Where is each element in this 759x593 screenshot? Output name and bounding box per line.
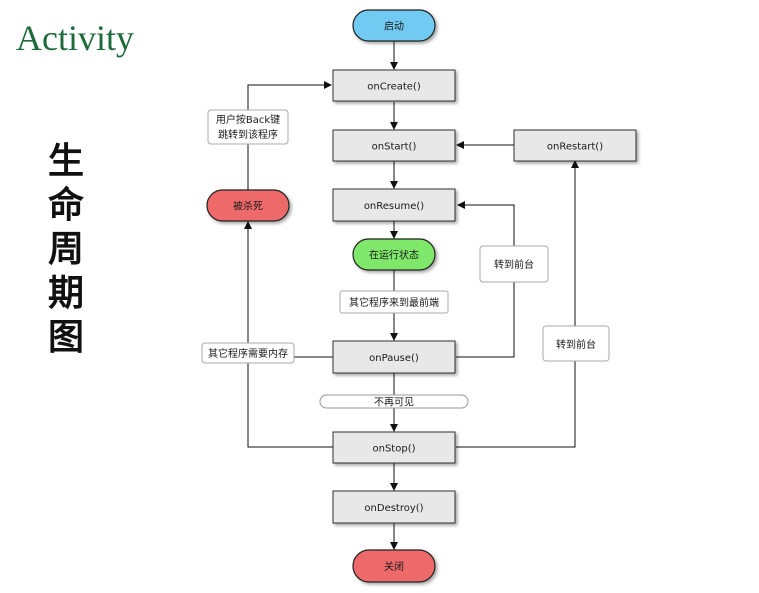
node-onstop: onStop() bbox=[332, 431, 456, 464]
svg-text:onStart(): onStart() bbox=[372, 142, 417, 153]
line-onstop-killed bbox=[247, 357, 333, 448]
label-need-memory: 其它程序需要内存 bbox=[201, 342, 295, 364]
svg-text:在运行状态: 在运行状态 bbox=[369, 249, 419, 262]
label-invisible: 不再可见 bbox=[319, 394, 469, 409]
svg-text:不再可见: 不再可见 bbox=[374, 397, 414, 409]
node-onpause: onPause() bbox=[332, 340, 456, 374]
node-onrestart: onRestart() bbox=[513, 129, 637, 162]
svg-text:被杀死: 被杀死 bbox=[233, 200, 263, 213]
svg-text:onStop(): onStop() bbox=[373, 444, 416, 455]
svg-text:onPause(): onPause() bbox=[369, 353, 419, 364]
arrow-onpause-killed bbox=[244, 221, 333, 358]
arrow-killed-oncreate bbox=[247, 81, 332, 190]
node-oncreate: onCreate() bbox=[332, 69, 456, 102]
node-onresume: onResume() bbox=[332, 188, 456, 222]
node-killed: 被杀死 bbox=[206, 189, 290, 222]
node-start: 启动 bbox=[352, 9, 436, 42]
svg-text:onCreate(): onCreate() bbox=[367, 82, 421, 93]
svg-text:其它程序需要内存: 其它程序需要内存 bbox=[208, 347, 288, 360]
node-running: 在运行状态 bbox=[352, 238, 436, 271]
svg-text:转到前台: 转到前台 bbox=[556, 338, 596, 351]
label-to-front-2: 转到前台 bbox=[542, 325, 610, 362]
node-ondestroy: onDestroy() bbox=[332, 490, 456, 524]
svg-text:转到前台: 转到前台 bbox=[494, 258, 534, 271]
arrow-onstop-onrestart bbox=[456, 160, 579, 448]
svg-text:onRestart(): onRestart() bbox=[547, 142, 603, 153]
label-back-line1: 用户按Back键 bbox=[216, 113, 280, 126]
svg-text:关闭: 关闭 bbox=[384, 560, 404, 573]
label-back-key: 用户按Back键 跳转到该程序 bbox=[207, 109, 289, 145]
label-back-line2: 跳转到该程序 bbox=[218, 128, 278, 141]
svg-text:onResume(): onResume() bbox=[364, 201, 424, 212]
diagram-subtitle: 生命周期图 bbox=[47, 141, 84, 358]
svg-text:启动: 启动 bbox=[384, 20, 404, 33]
node-closed: 关闭 bbox=[352, 549, 436, 583]
label-other-front: 其它程序来到最前端 bbox=[339, 290, 449, 314]
label-to-front-1: 转到前台 bbox=[479, 245, 549, 283]
svg-text:其它程序来到最前端: 其它程序来到最前端 bbox=[349, 296, 439, 309]
svg-text:onDestroy(): onDestroy() bbox=[364, 503, 423, 514]
diagram-title: Activity bbox=[16, 18, 134, 58]
node-onstart: onStart() bbox=[332, 129, 456, 162]
